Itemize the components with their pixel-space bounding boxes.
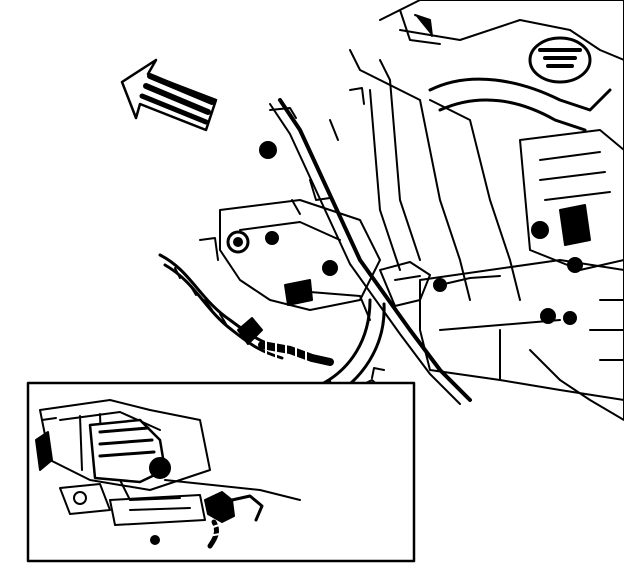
- dipstick-tube: [259, 98, 472, 405]
- mounting-bracket: [199, 199, 381, 321]
- engine-detail-lines: [291, 9, 441, 215]
- detail-inset: [26, 381, 416, 563]
- engine-assembly: [349, 0, 624, 421]
- direction-arrow-icon: [120, 58, 218, 132]
- wiring-harness: [158, 253, 501, 367]
